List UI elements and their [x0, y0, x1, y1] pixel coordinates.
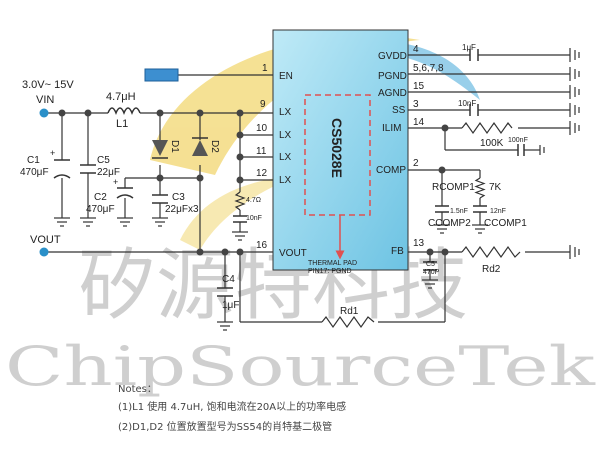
rcomp1-ref: RCOMP1 — [432, 182, 475, 193]
resistor-snubber — [234, 191, 246, 211]
ccomp2-ref: CCOMP2 — [428, 218, 471, 229]
diode-d1 — [152, 140, 168, 159]
thermal-pad-box — [304, 94, 371, 216]
pin-num-2: 2 — [413, 158, 419, 169]
pin-num-11-label: 11 — [256, 146, 267, 157]
vin-terminal — [39, 108, 49, 118]
pin-name-lx10: LX — [279, 130, 292, 141]
resistor-rcomp1 — [474, 177, 486, 199]
notes-title: Notes： — [118, 384, 157, 395]
c2-ref: C2 — [94, 192, 107, 203]
inductor-l1 — [107, 107, 141, 116]
c1-ref: C1 — [27, 155, 40, 166]
inductor-value: 4.7μH — [106, 91, 136, 103]
vout-label: VOUT — [30, 234, 61, 246]
pin-name-pgnd: PGND — [378, 71, 407, 82]
snubber-r-value: 4.7Ω — [246, 197, 261, 204]
c4-ref: C4 — [222, 274, 235, 285]
wires — [48, 48, 571, 323]
d1-label: D1 — [169, 140, 180, 153]
c5-value: 22μF — [97, 167, 120, 178]
logo-swoosh — [150, 35, 480, 250]
chip-part-number: CS5028E — [329, 118, 345, 178]
resistor-rd2 — [461, 245, 521, 259]
bottom-ground-symbols — [54, 217, 488, 331]
rcomp1-value: 7K — [489, 182, 502, 193]
ilim-c-value: 100nF — [508, 137, 528, 144]
vin-label: VIN — [36, 94, 54, 106]
ilim-r-value: 100K — [480, 138, 504, 149]
pin-name-en: EN — [279, 71, 293, 82]
pin-num-5678: 5,6,7,8 — [413, 63, 444, 74]
pin-name-agnd: AGND — [378, 88, 407, 99]
junction-dots — [58, 109, 449, 256]
c2-plus: + — [113, 177, 118, 187]
c5-fb-value: 470P — [423, 269, 440, 276]
pin-num-1: 1 — [262, 63, 268, 74]
pin-num-12: 12 — [256, 168, 268, 179]
pin-name-comp: COMP — [376, 165, 406, 176]
note-line-2: (2)D1,D2 位置放置型号为SS54的肖特基二极管 — [118, 422, 333, 433]
rd2-ref: Rd2 — [482, 264, 501, 275]
vin-range-label: 3.0V~ 15V — [22, 79, 74, 91]
pin-name-vout: VOUT — [279, 248, 307, 259]
c4-value: 1μF — [222, 300, 239, 311]
pin-num-14: 14 — [413, 117, 425, 128]
pin-num-16: 16 — [256, 240, 268, 251]
pin-name-fb: FB — [391, 246, 404, 257]
resistor-ilim — [461, 121, 513, 135]
note-line-1: (1)L1 使用 4.7uH, 饱和电流在20A以上的功率电感 — [118, 402, 347, 413]
thermal-pad-pin-label: PIN17: PGND — [308, 268, 352, 275]
ccomp1-ref: CCOMP1 — [484, 218, 527, 229]
pin-name-lx9: LX — [279, 107, 292, 118]
resistor-rd1 — [321, 315, 375, 329]
ccomp2-value: 1.5nF — [450, 208, 468, 215]
d2-label: D2 — [209, 140, 220, 153]
pin-name-lx11: LX — [279, 152, 292, 163]
right-ground-bars — [539, 50, 580, 257]
capacitor-plates — [53, 49, 525, 297]
c5-ref: C5 — [97, 155, 110, 166]
ss-cap-value: 10nF — [458, 99, 476, 108]
c1-value: 470μF — [20, 167, 49, 178]
pin-name-ilim: ILIM — [382, 123, 401, 134]
pin-num-10: 10 — [256, 123, 268, 134]
vout-terminal — [39, 247, 49, 257]
c3-ref: C3 — [172, 192, 185, 203]
en-input-block — [144, 68, 179, 82]
diode-d2 — [192, 137, 208, 156]
gvdd-cap-value: 1μF — [462, 43, 476, 52]
pin-num-4: 4 — [413, 44, 419, 55]
pin-num-13: 13 — [413, 238, 425, 249]
pin-num-9: 9 — [260, 99, 266, 110]
snubber-c-value: 10nF — [246, 215, 262, 222]
c3-value: 22μFx3 — [165, 204, 199, 215]
c2-value: 470μF — [86, 204, 115, 215]
rd1-ref: Rd1 — [340, 306, 359, 317]
inductor-ref: L1 — [116, 118, 128, 130]
pin-name-lx12: LX — [279, 175, 292, 186]
c5-fb-ref: C5 — [426, 261, 435, 268]
pin-num-15: 15 — [413, 81, 425, 92]
pin-name-ss: SS — [392, 105, 406, 116]
thermal-pad-label: THERMAL PAD — [308, 260, 357, 267]
watermark-english: ChipSourceTek — [5, 335, 597, 398]
c1-plus: + — [50, 148, 55, 158]
pin-name-gvdd: GVDD — [378, 51, 407, 62]
ccomp1-value: 12nF — [490, 208, 506, 215]
pin-num-3: 3 — [413, 99, 419, 110]
